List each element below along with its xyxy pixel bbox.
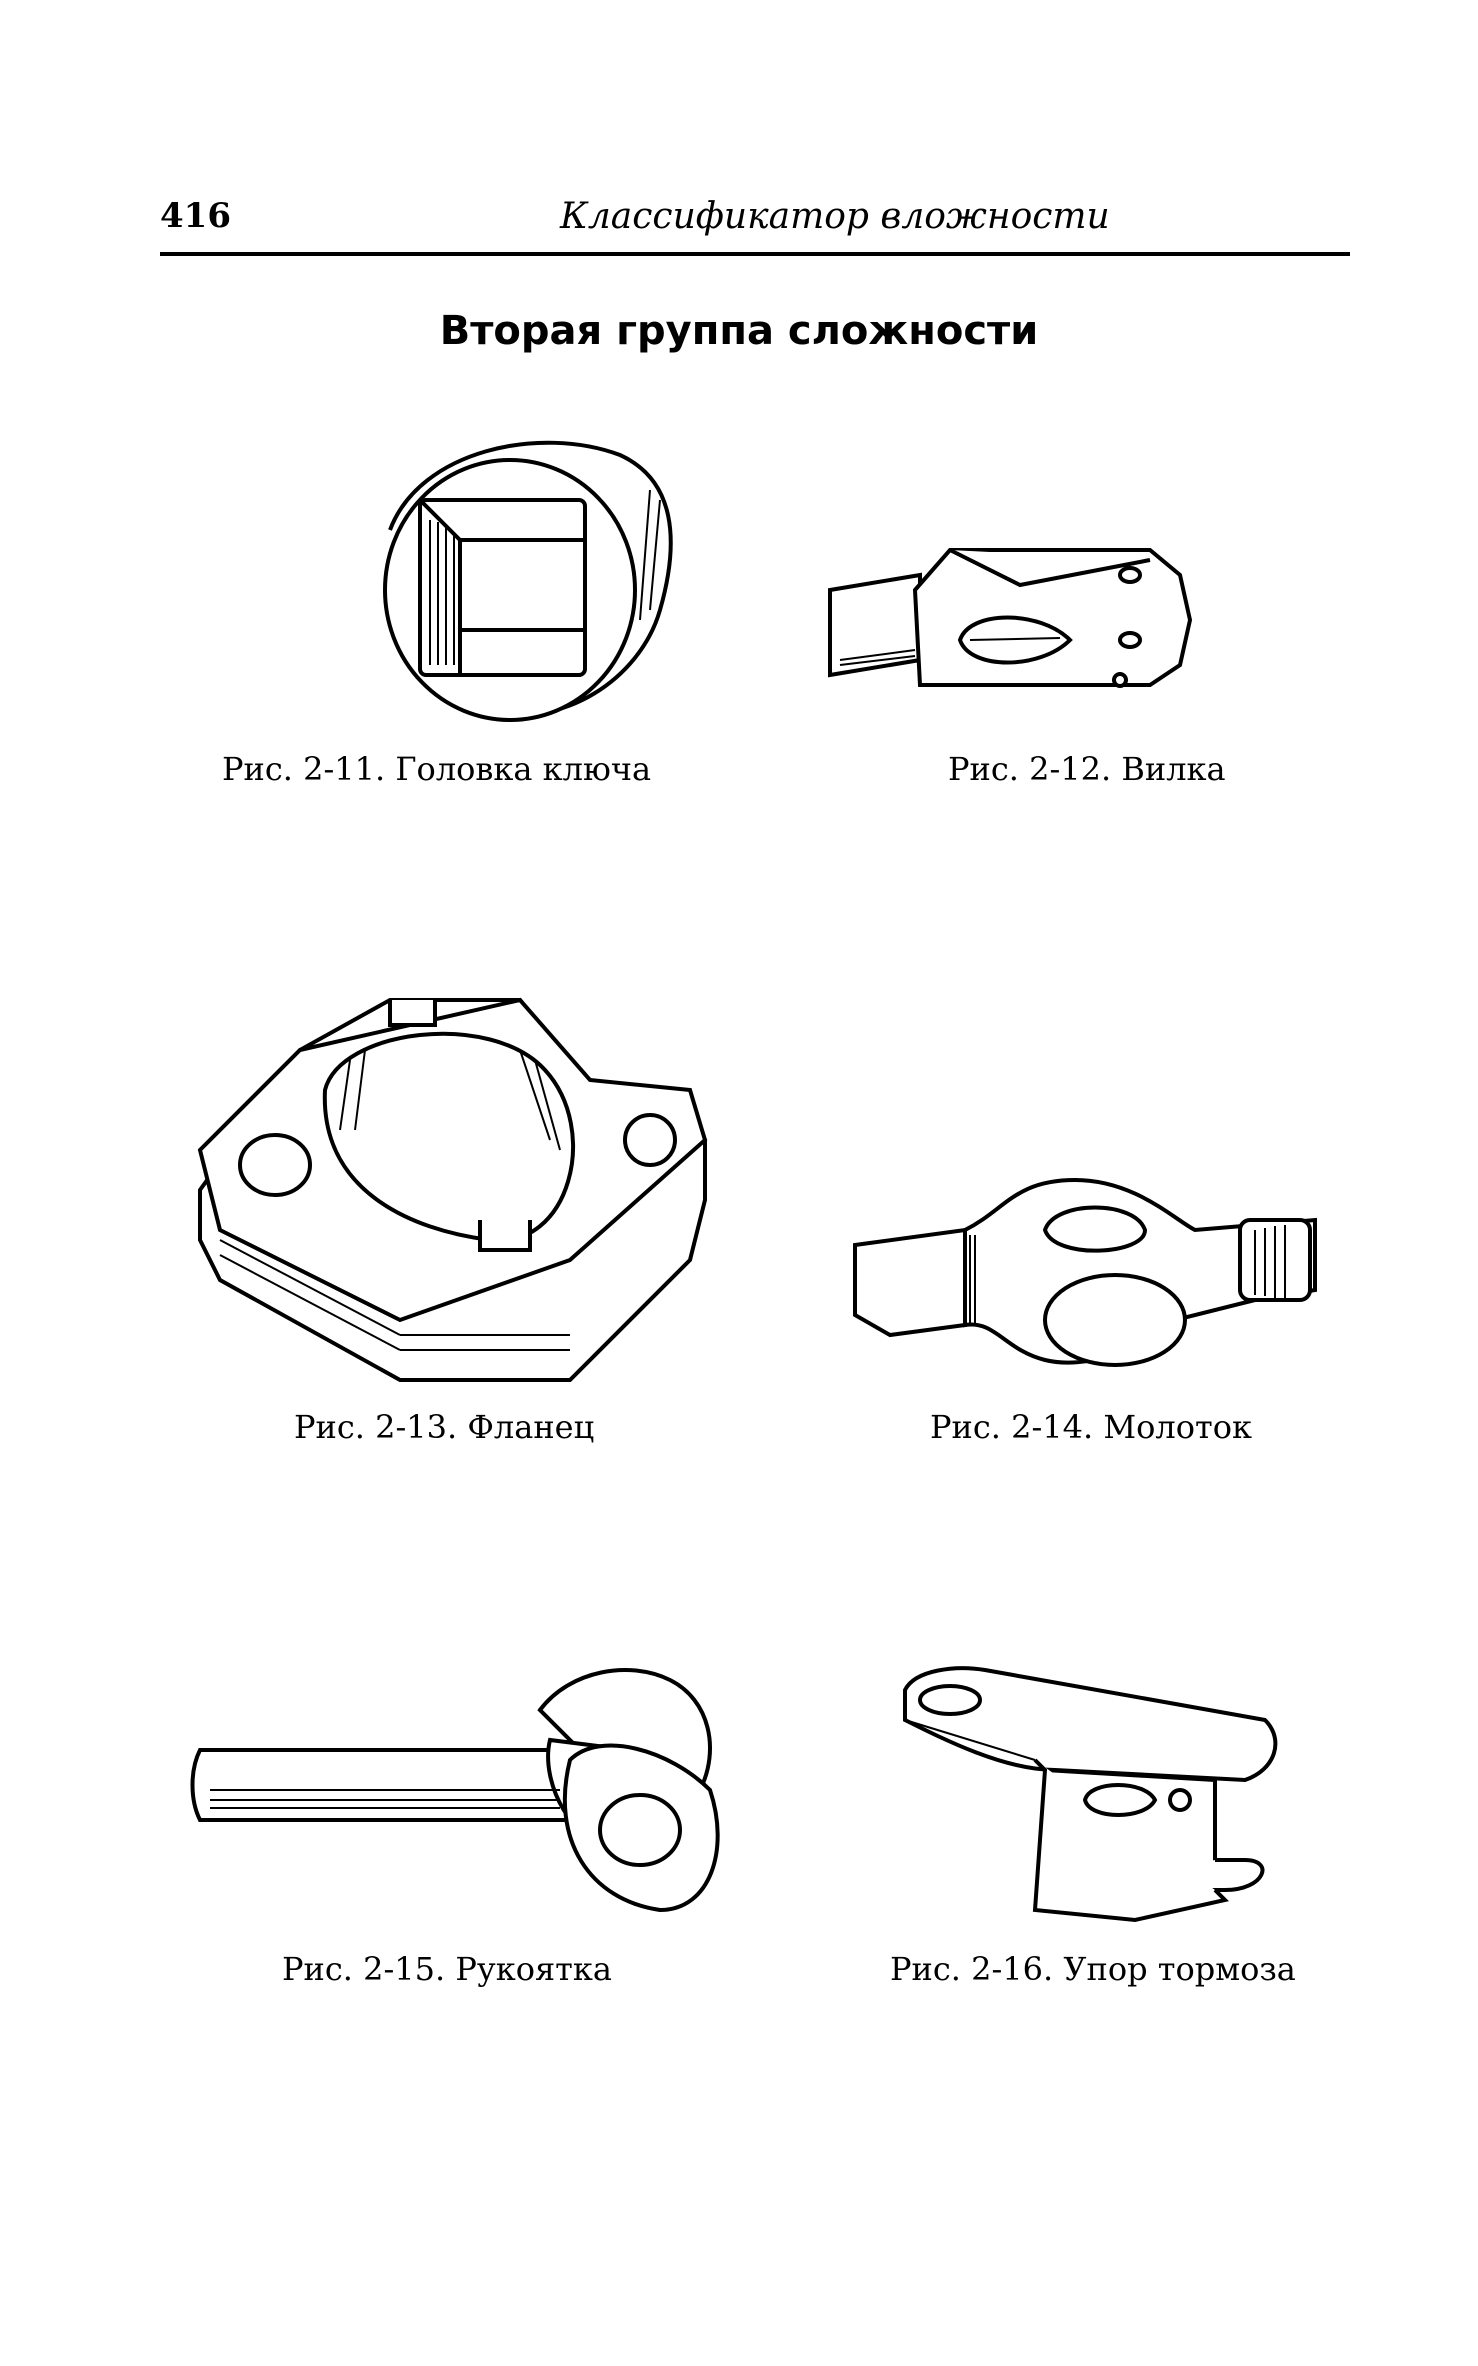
- caption-2-14: Рис. 2-14. Молоток: [930, 1408, 1252, 1446]
- caption-2-11: Рис. 2-11. Головка ключа: [222, 750, 652, 788]
- socket-wrench-head-drawing: [383, 440, 673, 722]
- figure-2-12: [820, 530, 1220, 720]
- caption-2-13: Рис. 2-13. Фланец: [294, 1408, 595, 1446]
- flange-drawing: [197, 997, 708, 1382]
- handle-drawing: [190, 1668, 720, 1913]
- hammer-head-drawing: [853, 1177, 1317, 1367]
- caption-2-15: Рис. 2-15. Рукоятка: [282, 1950, 612, 1988]
- figure-2-11: [360, 410, 690, 740]
- fork-clevis-drawing: [828, 548, 1193, 688]
- brake-stop-drawing: [903, 1666, 1278, 1923]
- caption-2-16: Рис. 2-16. Упор тормоза: [890, 1950, 1296, 1988]
- figure-2-14: [845, 1150, 1325, 1380]
- running-title: Классификатор вложности: [560, 196, 1110, 237]
- header-rule: [160, 252, 1350, 256]
- page-number: 416: [160, 196, 231, 236]
- caption-2-12: Рис. 2-12. Вилка: [948, 750, 1226, 788]
- figure-2-16: [885, 1660, 1285, 1923]
- figure-2-15: [190, 1640, 750, 1920]
- figure-2-13: [190, 990, 720, 1390]
- section-title: Вторая группа сложности: [439, 308, 1039, 354]
